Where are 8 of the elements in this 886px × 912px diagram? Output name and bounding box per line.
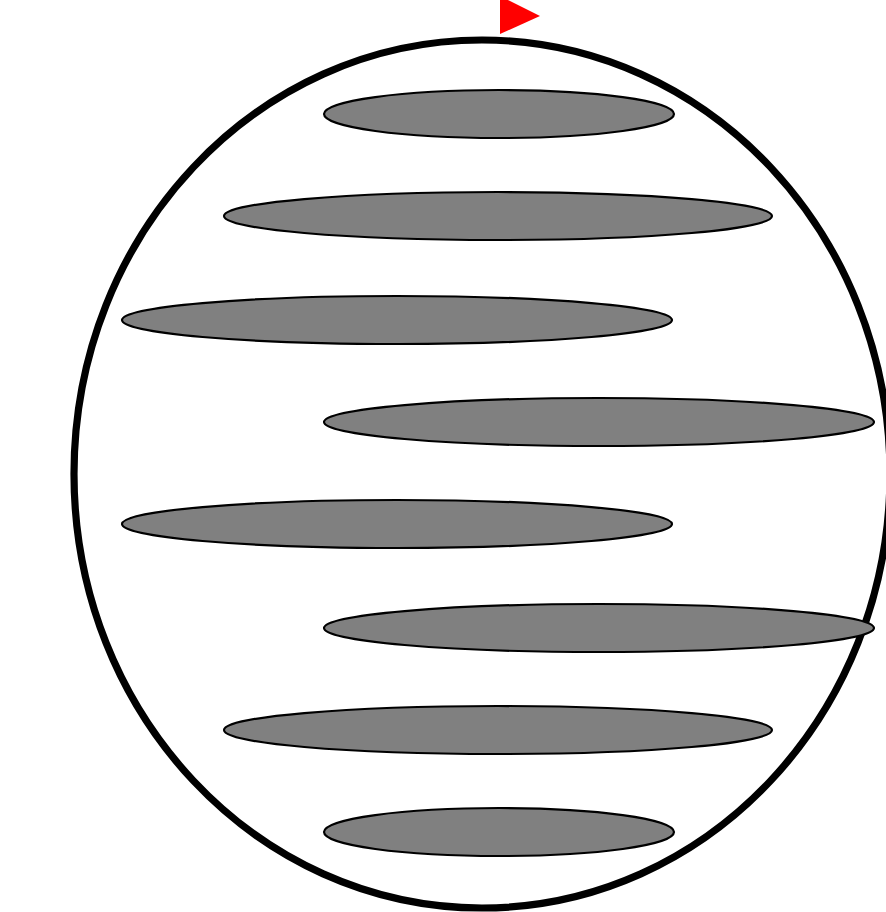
band-ellipse: [322, 88, 676, 140]
band-ellipse: [322, 396, 876, 448]
band-ellipse: [222, 704, 774, 756]
band-ellipse: [120, 294, 674, 346]
band-ellipse: [322, 602, 876, 654]
band-ellipse: [322, 806, 676, 858]
band-ellipse: [222, 190, 774, 242]
band-ellipse: [120, 498, 674, 550]
